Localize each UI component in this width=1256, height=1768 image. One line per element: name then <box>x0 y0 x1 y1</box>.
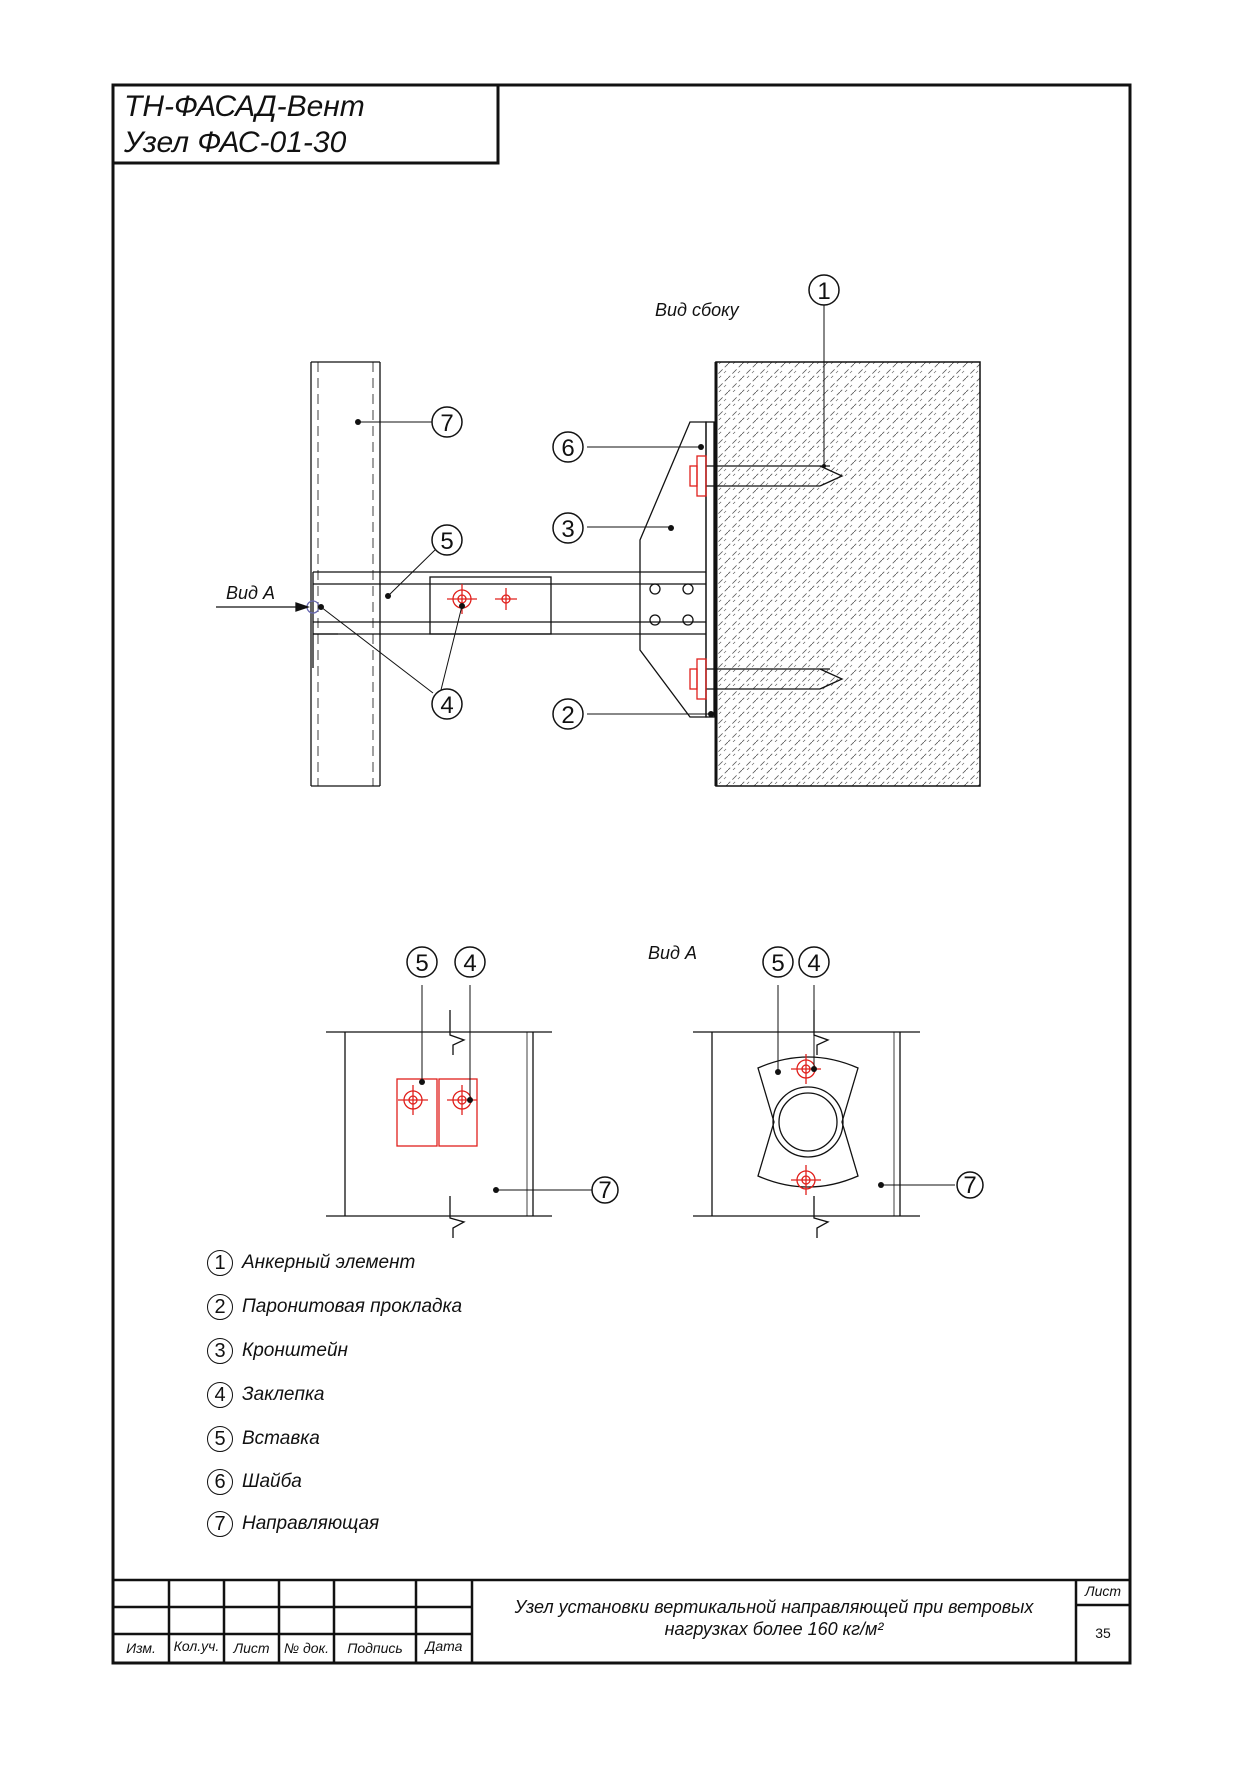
legend-number: 3 <box>207 1338 233 1364</box>
stamp-col-date: Дата <box>425 1638 463 1654</box>
callout-7-right: 7 <box>956 1171 984 1199</box>
legend-item: 7 Направляющая <box>207 1509 379 1539</box>
callout-7-side: 7 <box>431 406 463 438</box>
legend-item: 2 Паронитовая прокладка <box>207 1292 462 1322</box>
sheet-label: Лист <box>1084 1583 1122 1599</box>
front-view-right <box>693 985 955 1238</box>
sheet-number: 35 <box>1095 1625 1111 1641</box>
svg-text:4: 4 <box>807 950 820 977</box>
legend-number: 5 <box>207 1426 233 1452</box>
bracket-plate <box>639 421 707 718</box>
legend-text: Анкерный элемент <box>242 1252 416 1273</box>
header-line-2: Узел ФАС-01-30 <box>124 126 347 159</box>
legend-text: Направляющая <box>242 1513 380 1534</box>
legend-number: 1 <box>207 1250 233 1276</box>
callout-7-left: 7 <box>591 1176 619 1204</box>
callout-4-right: 4 <box>798 946 830 978</box>
legend-text: Вставка <box>242 1428 320 1449</box>
stamp-col-izm: Изм. <box>126 1640 156 1656</box>
svg-text:4: 4 <box>463 950 476 977</box>
leader-dots <box>318 419 826 717</box>
svg-text:4: 4 <box>440 692 453 719</box>
callout-6: 6 <box>552 431 584 463</box>
callout-1: 1 <box>808 274 840 306</box>
legend-number: 6 <box>207 1469 233 1495</box>
legend-item: 4 Заклепка <box>207 1380 324 1410</box>
svg-text:6: 6 <box>561 435 574 462</box>
legend-number: 4 <box>207 1382 233 1408</box>
legend-item: 1 Анкерный элемент <box>207 1248 415 1278</box>
legend-number: 2 <box>207 1294 233 1320</box>
legend-text: Шайба <box>242 1471 302 1492</box>
svg-text:7: 7 <box>963 1172 976 1199</box>
legend-number: 7 <box>207 1511 233 1537</box>
legend-item: 6 Шайба <box>207 1467 302 1497</box>
side-view <box>216 361 981 787</box>
sheet-frame <box>111 83 1132 1665</box>
callout-2: 2 <box>552 698 584 730</box>
front-view-left <box>326 985 592 1238</box>
svg-text:5: 5 <box>415 950 428 977</box>
header-box <box>111 83 500 165</box>
concrete-wall <box>715 361 981 787</box>
callout-4-side: 4 <box>431 688 463 720</box>
legend-text: Паронитовая прокладка <box>242 1296 463 1317</box>
callout-1-text: 1 <box>817 278 830 305</box>
stamp-col-kol: Кол.уч. <box>173 1638 220 1654</box>
view-a-label: Вид А <box>648 943 697 963</box>
legend-item: 3 Кронштейн <box>207 1336 348 1366</box>
svg-text:7: 7 <box>440 410 453 437</box>
legend-item: 5 Вставка <box>207 1424 320 1454</box>
stamp-col-doc: № док. <box>283 1640 330 1656</box>
callout-4-left: 4 <box>454 946 486 978</box>
stamp-col-list: Лист <box>233 1640 270 1656</box>
svg-text:3: 3 <box>561 516 574 543</box>
header-line-1: ТН-ФАСАД-Вент <box>124 90 365 123</box>
callout-5-left: 5 <box>406 946 438 978</box>
title-block-frame <box>113 1578 1130 1663</box>
side-leaders <box>320 304 825 715</box>
vertical-guide <box>310 361 381 787</box>
side-view-label: Вид сбоку <box>655 300 739 320</box>
svg-text:5: 5 <box>440 528 453 555</box>
callout-5-right: 5 <box>762 946 794 978</box>
legend-text: Заклепка <box>242 1384 325 1405</box>
callout-5-side: 5 <box>431 524 463 556</box>
stamp-col-sign: Подпись <box>347 1640 403 1656</box>
callout-3: 3 <box>552 512 584 544</box>
legend-text: Кронштейн <box>242 1340 348 1361</box>
svg-text:5: 5 <box>771 950 784 977</box>
view-a-arrow-label: Вид А <box>226 583 275 603</box>
svg-text:7: 7 <box>598 1177 611 1204</box>
anchor-top <box>689 455 844 497</box>
drawing-description: Узел установки вертикальной направляющей… <box>514 1597 1034 1639</box>
svg-text:2: 2 <box>561 702 574 729</box>
anchor-bottom <box>689 658 844 700</box>
